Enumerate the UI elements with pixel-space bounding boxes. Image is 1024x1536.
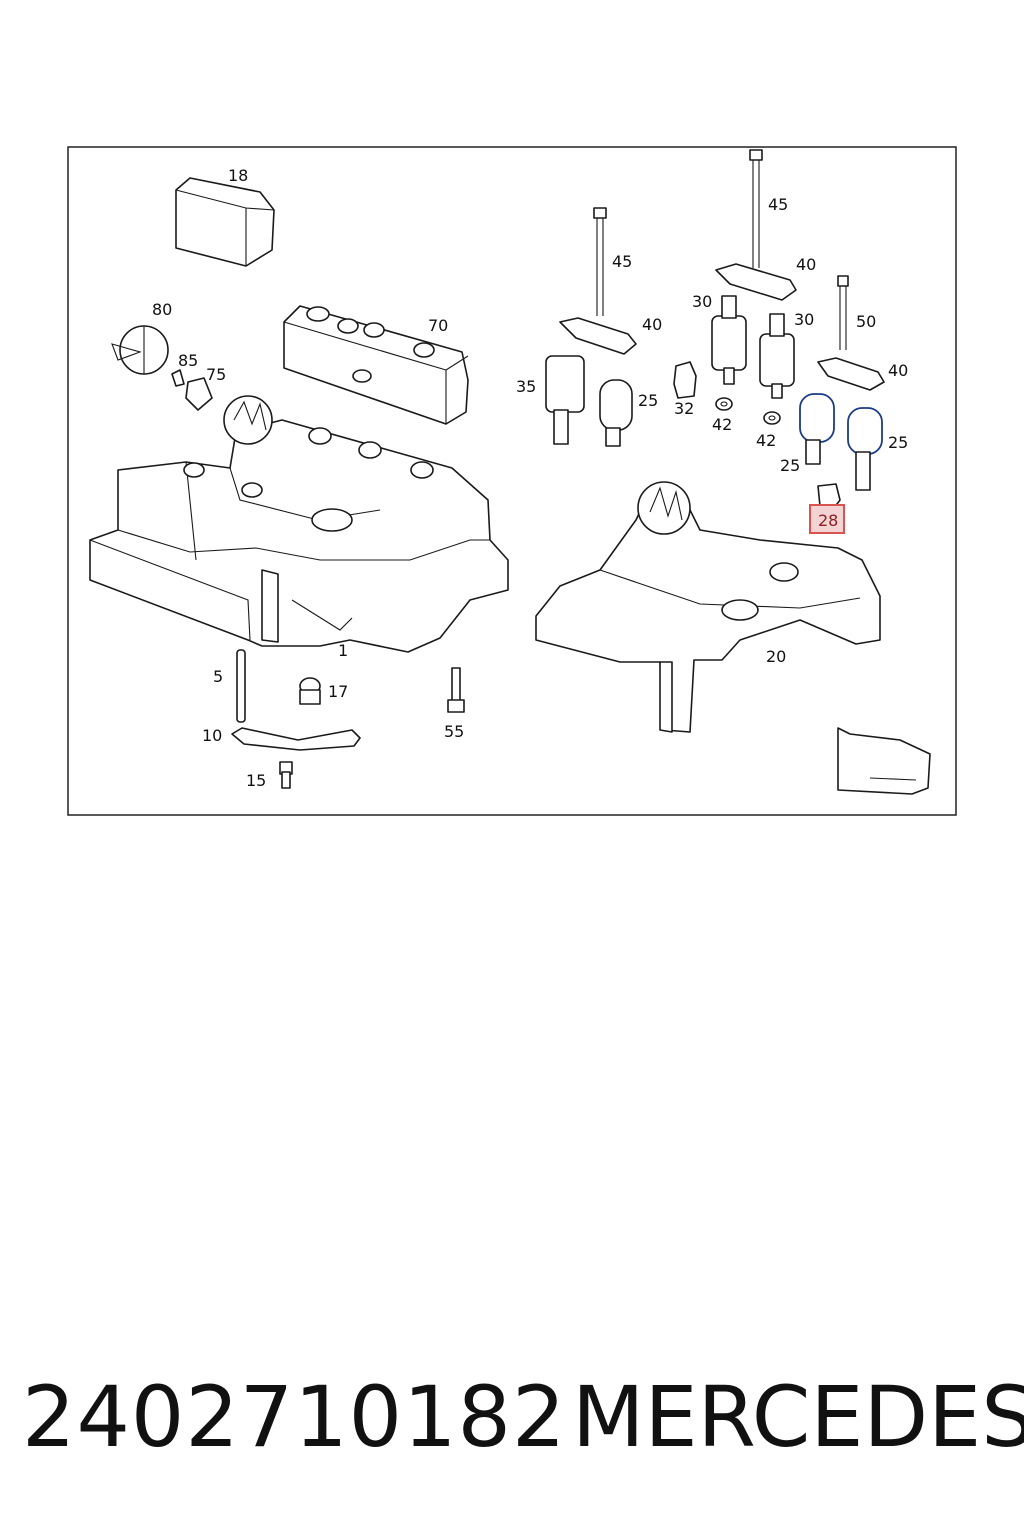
callout-35: 35 <box>516 377 536 396</box>
part-28-clip[interactable] <box>809 483 845 534</box>
part-25-solenoid-c[interactable] <box>847 407 883 491</box>
part-15-bolt[interactable] <box>279 761 293 789</box>
part-42-ring-a[interactable] <box>715 397 733 411</box>
highlight-box-28 <box>809 504 845 534</box>
part-45-bolt-b[interactable] <box>749 149 763 268</box>
callout-42b: 42 <box>756 431 776 450</box>
callout-25b: 25 <box>780 456 800 475</box>
footer: 2402710182 MERCEDES <box>0 1368 1024 1478</box>
part-80-clip[interactable] <box>111 325 169 375</box>
part-40-clamp-a[interactable] <box>559 317 637 355</box>
part-10-lever[interactable] <box>231 727 361 751</box>
part-30-valve-b[interactable] <box>759 313 795 399</box>
part-32-connector[interactable] <box>673 361 697 399</box>
part-5-pin[interactable] <box>236 649 246 723</box>
part-20-housing[interactable] <box>535 481 881 733</box>
callout-30b: 30 <box>794 310 814 329</box>
part-50-bolt[interactable] <box>837 275 849 350</box>
callout-80: 80 <box>152 300 172 319</box>
callout-55: 55 <box>444 722 464 741</box>
part-35-solenoid[interactable] <box>545 355 585 445</box>
callout-75: 75 <box>206 365 226 384</box>
callout-42a: 42 <box>712 415 732 434</box>
callout-40c: 40 <box>888 361 908 380</box>
callout-5: 5 <box>213 667 223 686</box>
part-40-clamp-c[interactable] <box>817 357 885 391</box>
part-40-clamp-b[interactable] <box>715 263 797 301</box>
part-75-bracket[interactable] <box>185 377 213 411</box>
callout-20: 20 <box>766 647 786 666</box>
callout-50: 50 <box>856 312 876 331</box>
callout-1: 1 <box>338 641 348 660</box>
callout-70: 70 <box>428 316 448 335</box>
part-30-valve-a[interactable] <box>711 295 747 385</box>
part-45-bolt-a[interactable] <box>593 207 607 316</box>
callout-10: 10 <box>202 726 222 745</box>
transmission-thumbnail <box>837 727 931 795</box>
brand-name: MERCEDES <box>572 1368 1024 1466</box>
part-55-screw[interactable] <box>447 667 465 713</box>
part-1-main-assembly[interactable] <box>89 395 509 653</box>
part-85-pin[interactable] <box>171 369 185 387</box>
part-70-valve-body[interactable] <box>283 305 469 425</box>
part-25-solenoid-b[interactable] <box>799 393 835 465</box>
callout-17: 17 <box>328 682 348 701</box>
callout-25c: 25 <box>888 433 908 452</box>
callout-40a: 40 <box>642 315 662 334</box>
part-42-ring-b[interactable] <box>763 411 781 425</box>
callout-45b: 45 <box>768 195 788 214</box>
callout-15: 15 <box>246 771 266 790</box>
callout-18: 18 <box>228 166 248 185</box>
part-18-cover[interactable] <box>175 177 275 267</box>
callout-25a: 25 <box>638 391 658 410</box>
callout-28[interactable]: 28 <box>818 511 838 530</box>
part-25-solenoid-a[interactable] <box>599 379 633 447</box>
callout-32: 32 <box>674 399 694 418</box>
callout-85: 85 <box>178 351 198 370</box>
callout-30a: 30 <box>692 292 712 311</box>
part-number: 2402710182 <box>22 1368 567 1466</box>
callout-45a: 45 <box>612 252 632 271</box>
part-17-roller[interactable] <box>299 677 321 705</box>
callout-40b: 40 <box>796 255 816 274</box>
